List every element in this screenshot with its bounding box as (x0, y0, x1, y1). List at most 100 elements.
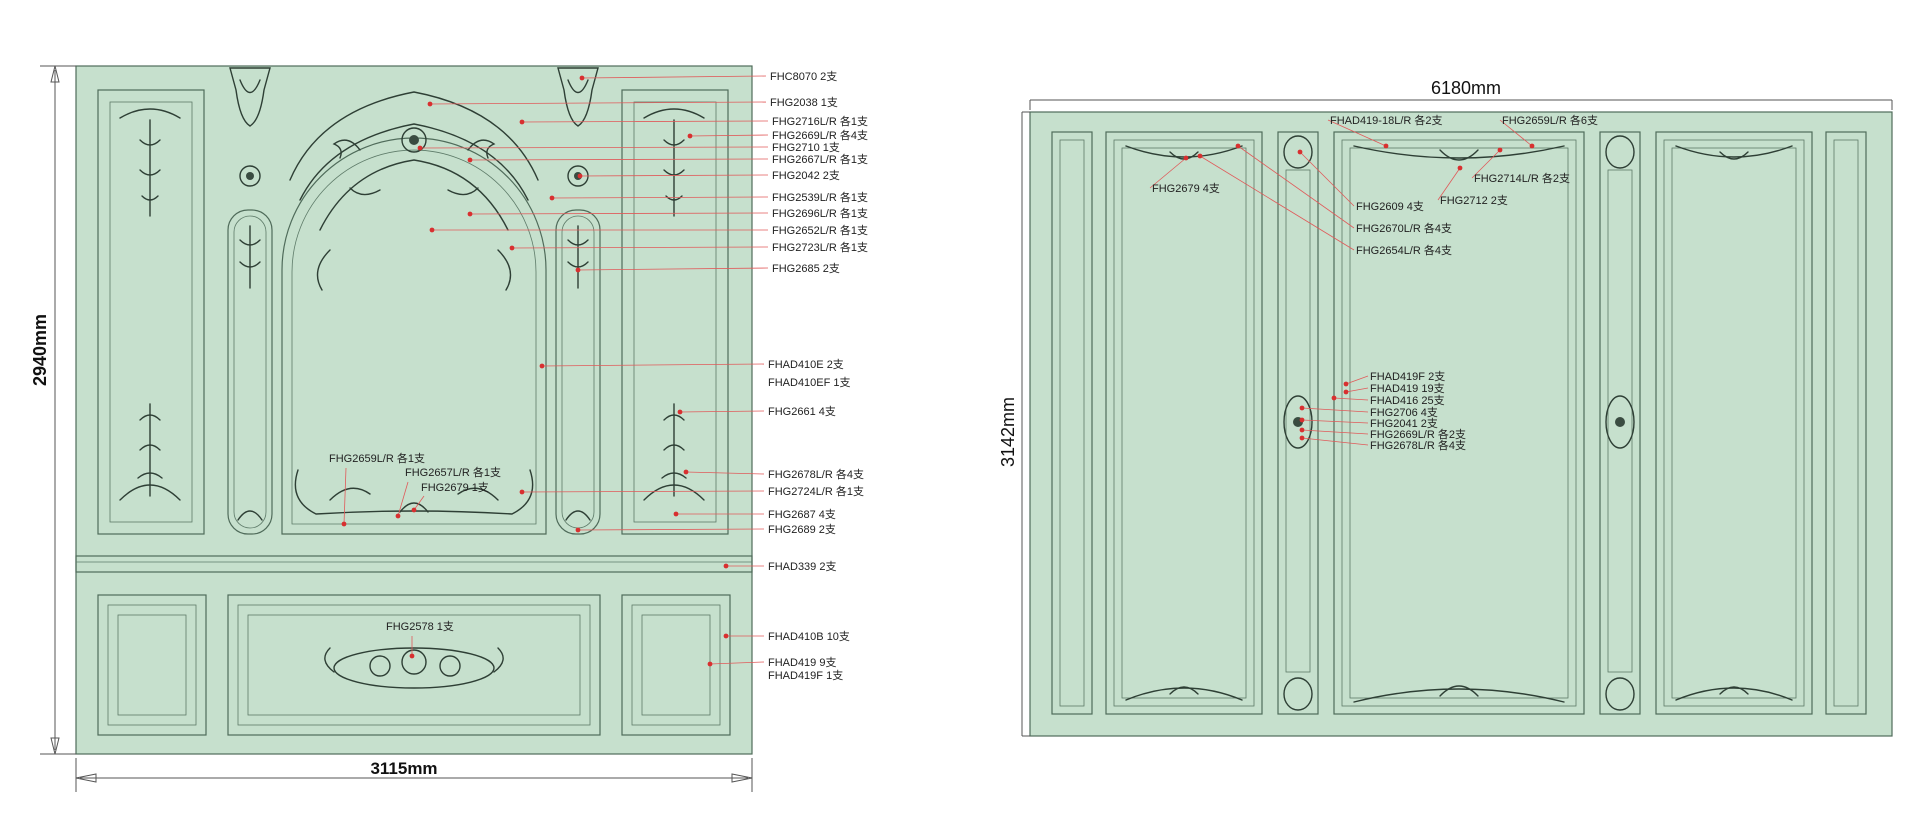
left-leader-line (541, 363, 765, 367)
left-callout-label: FHG2687 4支 (768, 508, 836, 521)
left-leader-line (551, 196, 769, 199)
left-leader-pin (467, 157, 473, 163)
right-panel-center-bottom-ornament (1353, 685, 1565, 703)
left-inner-label-4: FHG2578 1支 (386, 620, 454, 633)
right-callout-label: FHAD419 19支 (1370, 382, 1445, 395)
left-leader-pin (417, 145, 423, 151)
left-leader-line (679, 410, 765, 413)
left-width-dimension: 3115mm (75, 758, 753, 792)
left-leader-pin (577, 173, 583, 179)
right-leader-lines (1149, 119, 1535, 446)
right-callout-label: FHG2706 4支 (1370, 406, 1438, 419)
right-leader-pin (1343, 381, 1349, 387)
left-callout-label: FHG2696L/R 各1支 (772, 206, 868, 220)
left-lower-panel-left-mid (107, 604, 197, 726)
right-leader-pin (1529, 143, 1535, 149)
left-callout-label: FHG2689 2支 (768, 523, 836, 536)
left-leader-pin (519, 489, 525, 495)
right-callout-label: FHAD416 25支 (1370, 394, 1445, 407)
left-corbel-2 (557, 67, 599, 127)
left-leader-line (579, 174, 769, 177)
left-callout-label: FHAD419 9支 (768, 656, 836, 669)
left-lower-panel-right (621, 594, 731, 736)
left-width-label: 3115mm (370, 759, 437, 778)
left-upper-panel-right (621, 89, 729, 535)
left-callout-label: FHAD419F 1支 (768, 669, 843, 682)
left-callout-label: FHG2710 1支 (772, 141, 840, 154)
right-leader-line (1471, 149, 1501, 179)
left-upper-panel-left (97, 89, 205, 535)
left-lower-panel-left-inner (117, 614, 187, 716)
right-callout-label: FHG2609 4支 (1356, 200, 1424, 213)
right-strip-1 (1051, 131, 1093, 715)
left-leader-pin (575, 267, 581, 273)
left-wall-panel (75, 65, 753, 755)
left-lower-panel-center-inner (247, 614, 581, 716)
right-leader-pin (1331, 395, 1337, 401)
left-callout-label: FHG2669L/R 各4支 (772, 128, 868, 142)
left-leader-pin (467, 211, 473, 217)
right-leader-line (1333, 397, 1369, 401)
left-inner-leader-pin (395, 513, 401, 519)
right-callout-label: FHG2669L/R 各2支 (1370, 427, 1466, 441)
right-leader-pin (1457, 165, 1463, 171)
right-pilaster-1 (1277, 131, 1319, 715)
right-leader-line (1437, 167, 1461, 201)
left-upper-panel-left-inner (109, 101, 193, 523)
right-leader-pin (1497, 147, 1503, 153)
right-callout-label: FHAD419F 2支 (1370, 370, 1445, 383)
left-lower-panel-center (227, 594, 601, 736)
left-leader-line (709, 661, 765, 665)
left-elevation: 2940mm 3115mm (30, 65, 868, 792)
right-leader-line (1301, 419, 1369, 424)
left-inner-leader-pin (409, 653, 415, 659)
right-callout-label: FHG2670L/R 各4支 (1356, 221, 1452, 235)
right-leader-pin (1383, 143, 1389, 149)
right-leader-pin (1299, 405, 1305, 411)
left-leader-line (511, 246, 769, 249)
right-wall-panel (1029, 111, 1893, 737)
left-rosette-1 (239, 165, 261, 187)
left-leader-pin (683, 469, 689, 475)
right-callout-label: FHG2712 2支 (1440, 194, 1508, 207)
right-leader-pin (1343, 389, 1349, 395)
left-leader-line (419, 146, 769, 149)
left-leader-pin (539, 363, 545, 369)
left-leader-line (429, 101, 767, 105)
right-leader-line (1345, 375, 1369, 385)
left-callout-label: FHG2539L/R 各1支 (772, 190, 868, 204)
right-leader-pin (1235, 143, 1241, 149)
left-central-arch (281, 137, 547, 535)
right-leader-line (1327, 119, 1387, 147)
left-inner-label-2: FHG2657L/R 各1支 (405, 465, 501, 479)
left-panel-bottom-ornament-2 (643, 403, 705, 501)
right-callout-label: FHG2041 2支 (1370, 417, 1438, 430)
right-leader-pin (1297, 149, 1303, 155)
left-callout-label: FHG2685 2支 (772, 262, 840, 275)
left-pilaster-1 (227, 209, 273, 535)
right-leader-line (1499, 119, 1533, 147)
left-panel-top-ornament-1 (119, 108, 181, 217)
right-pilaster-2 (1599, 131, 1641, 715)
right-pilaster-2-ornaments (1605, 135, 1635, 711)
right-callout-label: FHAD419-18L/R 各2支 (1330, 113, 1443, 127)
left-lower-center-ornament (324, 647, 504, 689)
left-pilaster-ornament-2 (565, 225, 591, 521)
right-leader-line (1301, 429, 1369, 435)
left-inner-leader-pin (341, 521, 347, 527)
left-leader-pin (687, 133, 693, 139)
left-leader-lines (341, 75, 769, 667)
left-leader-pin (509, 245, 515, 251)
left-corbel-1 (229, 67, 271, 127)
right-width-label: 6180mm (1431, 78, 1501, 98)
right-panel-1 (1105, 131, 1263, 715)
left-leader-line (469, 158, 769, 161)
left-callout-label: FHG2716L/R 各1支 (772, 114, 868, 128)
left-upper-panel-right-inner (633, 101, 717, 523)
left-callout-label: FHAD339 2支 (768, 560, 836, 573)
left-inner-label-1: FHG2659L/R 各1支 (329, 451, 425, 465)
left-pilaster-1-inner (233, 215, 267, 529)
right-leader-line (1199, 155, 1355, 251)
